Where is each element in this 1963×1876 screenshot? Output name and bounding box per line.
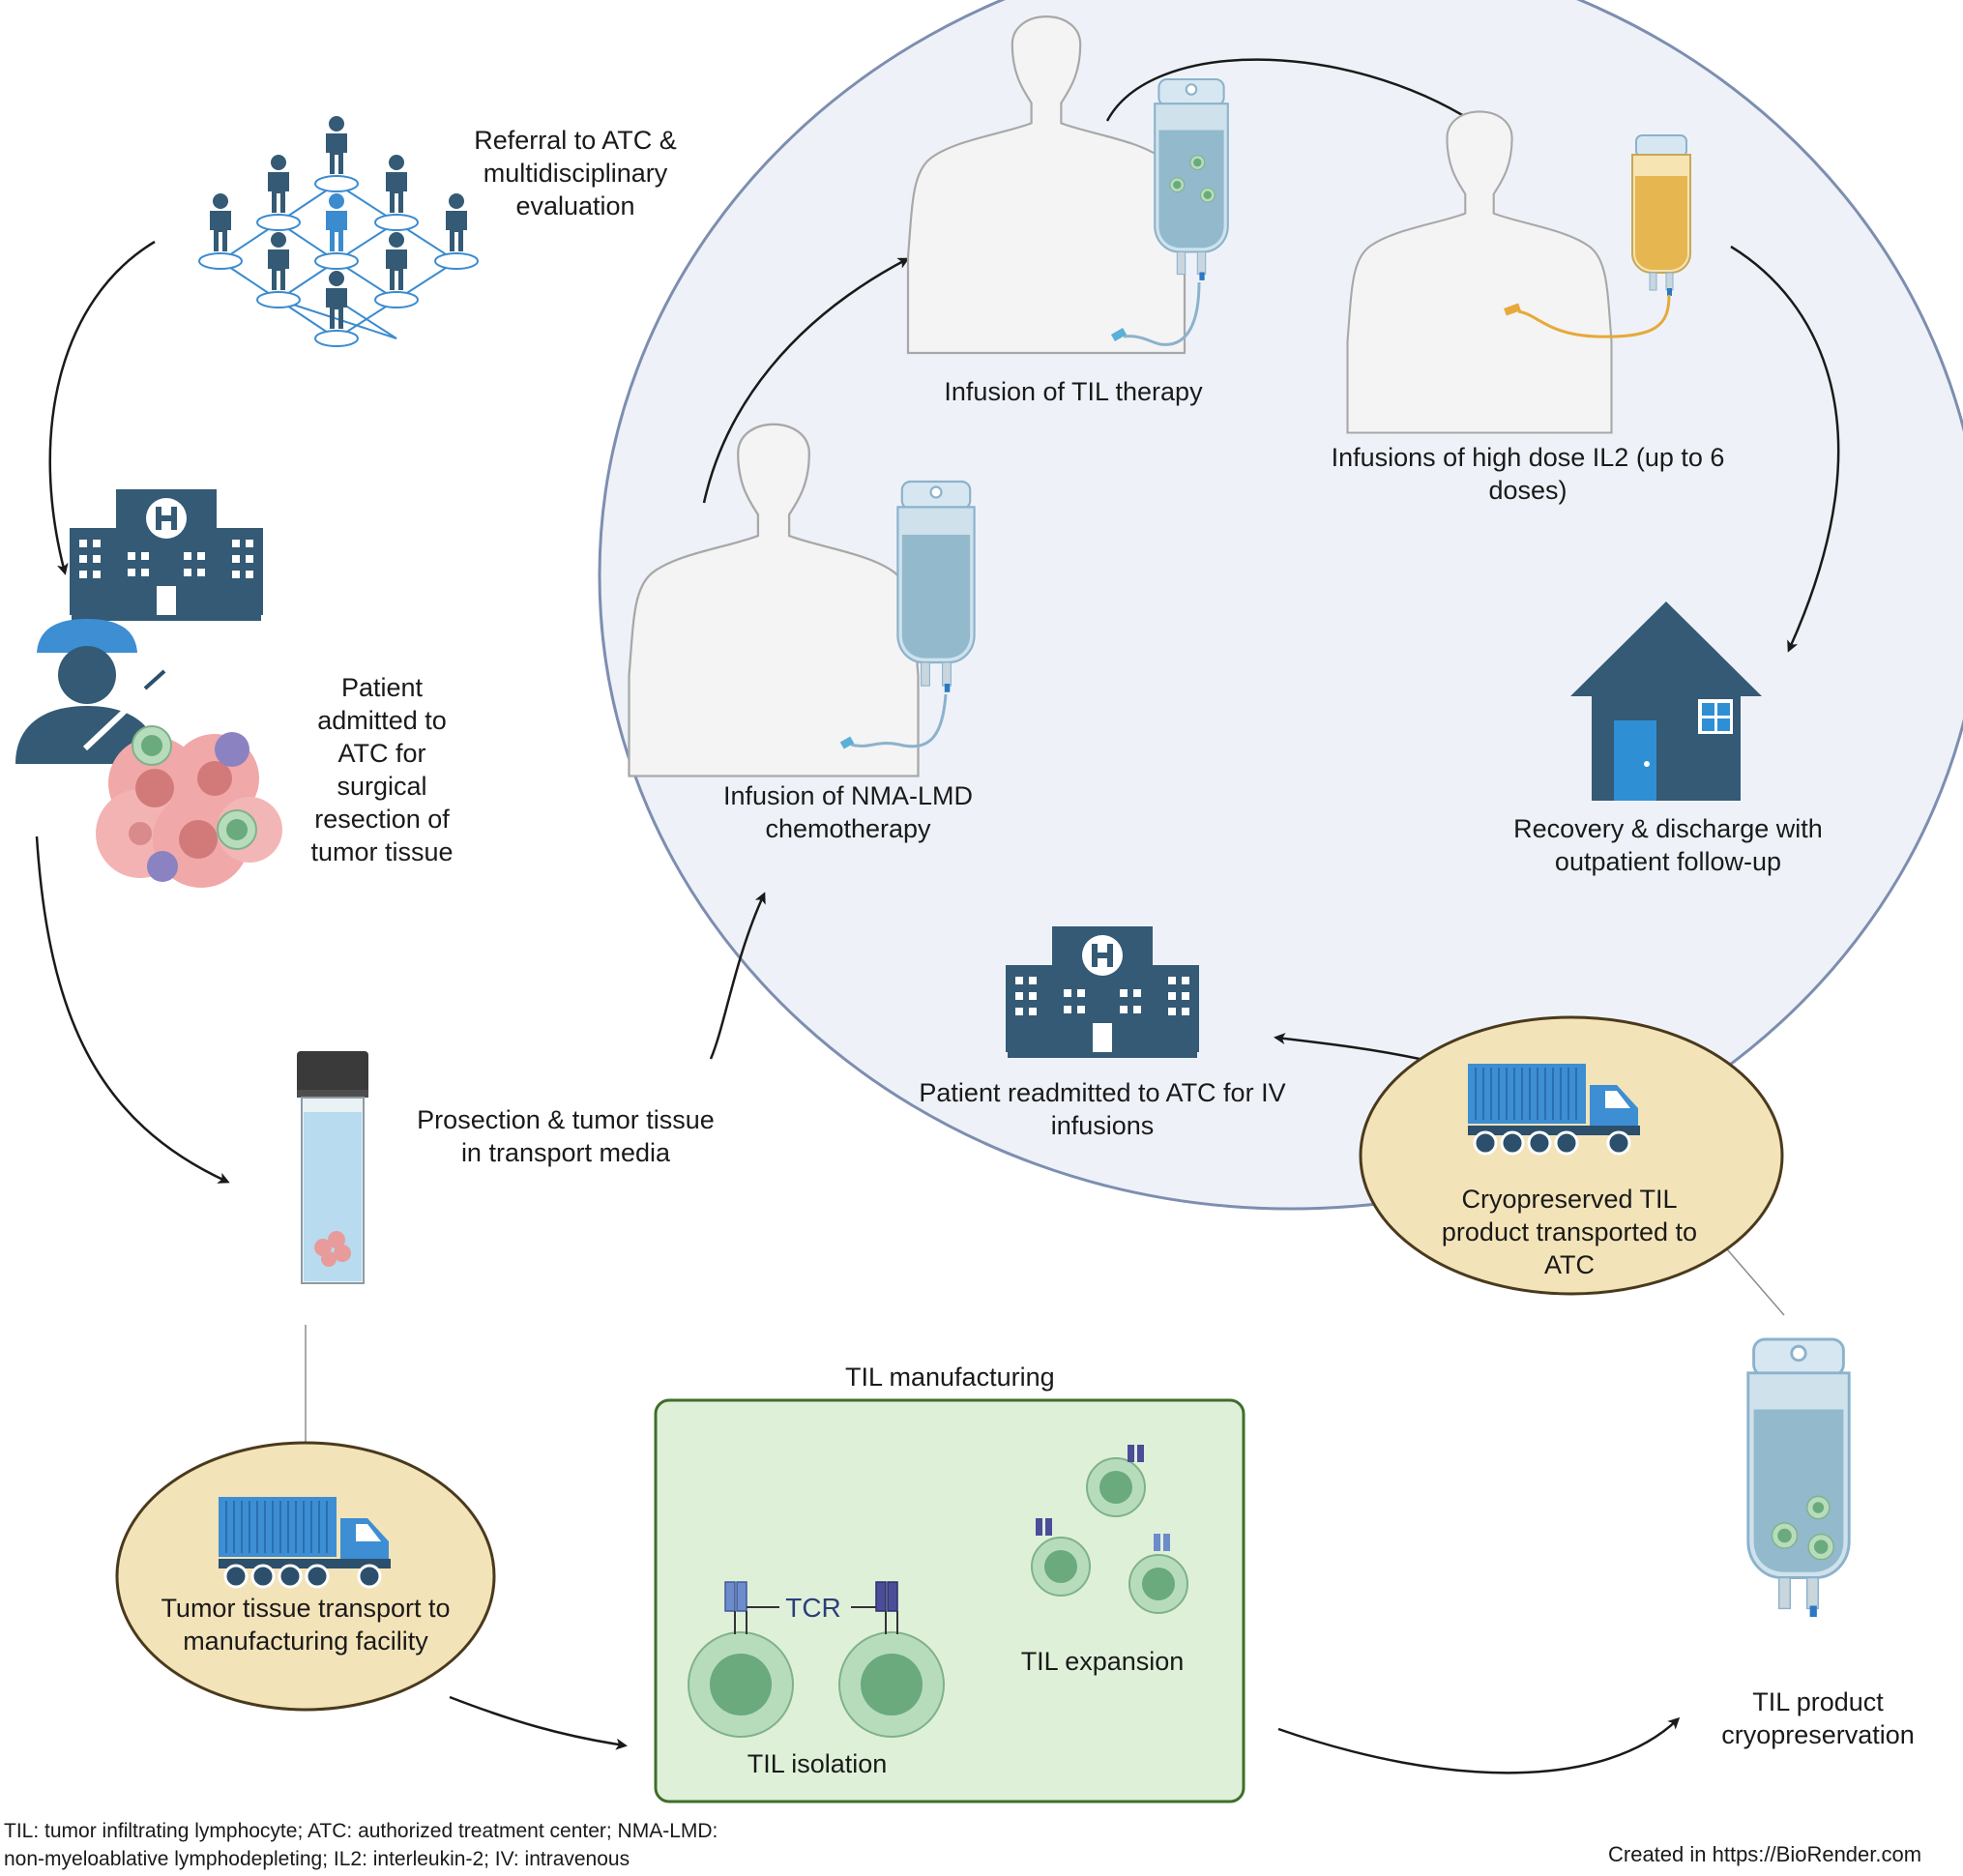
footnote-line-1: TIL: tumor infiltrating lymphocyte; ATC:… [4,1820,718,1842]
footnote: TIL: tumor infiltrating lymphocyte; ATC:… [4,1817,718,1873]
footnote-line-2: non-myeloablative lymphodepleting; IL2: … [4,1848,630,1870]
til-iv-bag-icon [1154,77,1229,281]
cryo-transport-label: Cryopreserved TIL product transported to… [1441,1185,1698,1279]
biorender-credit: Created in https://BioRender.com [1608,1842,1922,1866]
surgeon-icon [15,619,166,764]
til-isolation-cells [688,1581,945,1738]
tumor-tissue-icon [96,725,282,888]
recovery-label: Recovery & discharge with outpatient fol… [1513,814,1823,876]
cryopreservation-bag-icon [1746,1337,1851,1619]
cryo-transport-ellipse [1359,1015,1784,1296]
house-icon [1570,601,1762,801]
til-infusion-label: Infusion of TIL therapy [944,377,1203,406]
people-figures [210,116,467,329]
il2-label: Infusions of high dose IL2 (up to 6 dose… [1331,443,1725,505]
readmitted-label: Patient readmitted to ATC for IV infusio… [919,1078,1286,1140]
til-expansion-cells [1031,1445,1188,1614]
prosection-label: Prosection & tumor tissue in transport m… [417,1105,715,1167]
tumor-transport-label: Tumor tissue transport to manufacturing … [161,1594,451,1656]
hospital-icon [70,489,263,621]
il2-iv-bag-icon [1631,134,1691,296]
manufacturing-title: TIL manufacturing [845,1363,1055,1392]
expansion-label: TIL expansion [1020,1647,1185,1676]
specimen-vial-icon [297,1051,368,1284]
nma-lmd-label: Infusion of NMA-LMD chemotherapy [722,781,974,843]
referral-label: Referral to ATC & multidisciplinary eval… [474,126,677,220]
flow-arrows [35,58,1840,1774]
cryopreservation-label: TIL product cryopreservation [1721,1687,1915,1749]
people-network-icon [198,175,479,347]
isolation-label: TIL isolation [747,1749,888,1778]
tcr-label: TCR [785,1593,841,1623]
admitted-label: Patient admitted to ATC for surgical res… [310,673,454,866]
